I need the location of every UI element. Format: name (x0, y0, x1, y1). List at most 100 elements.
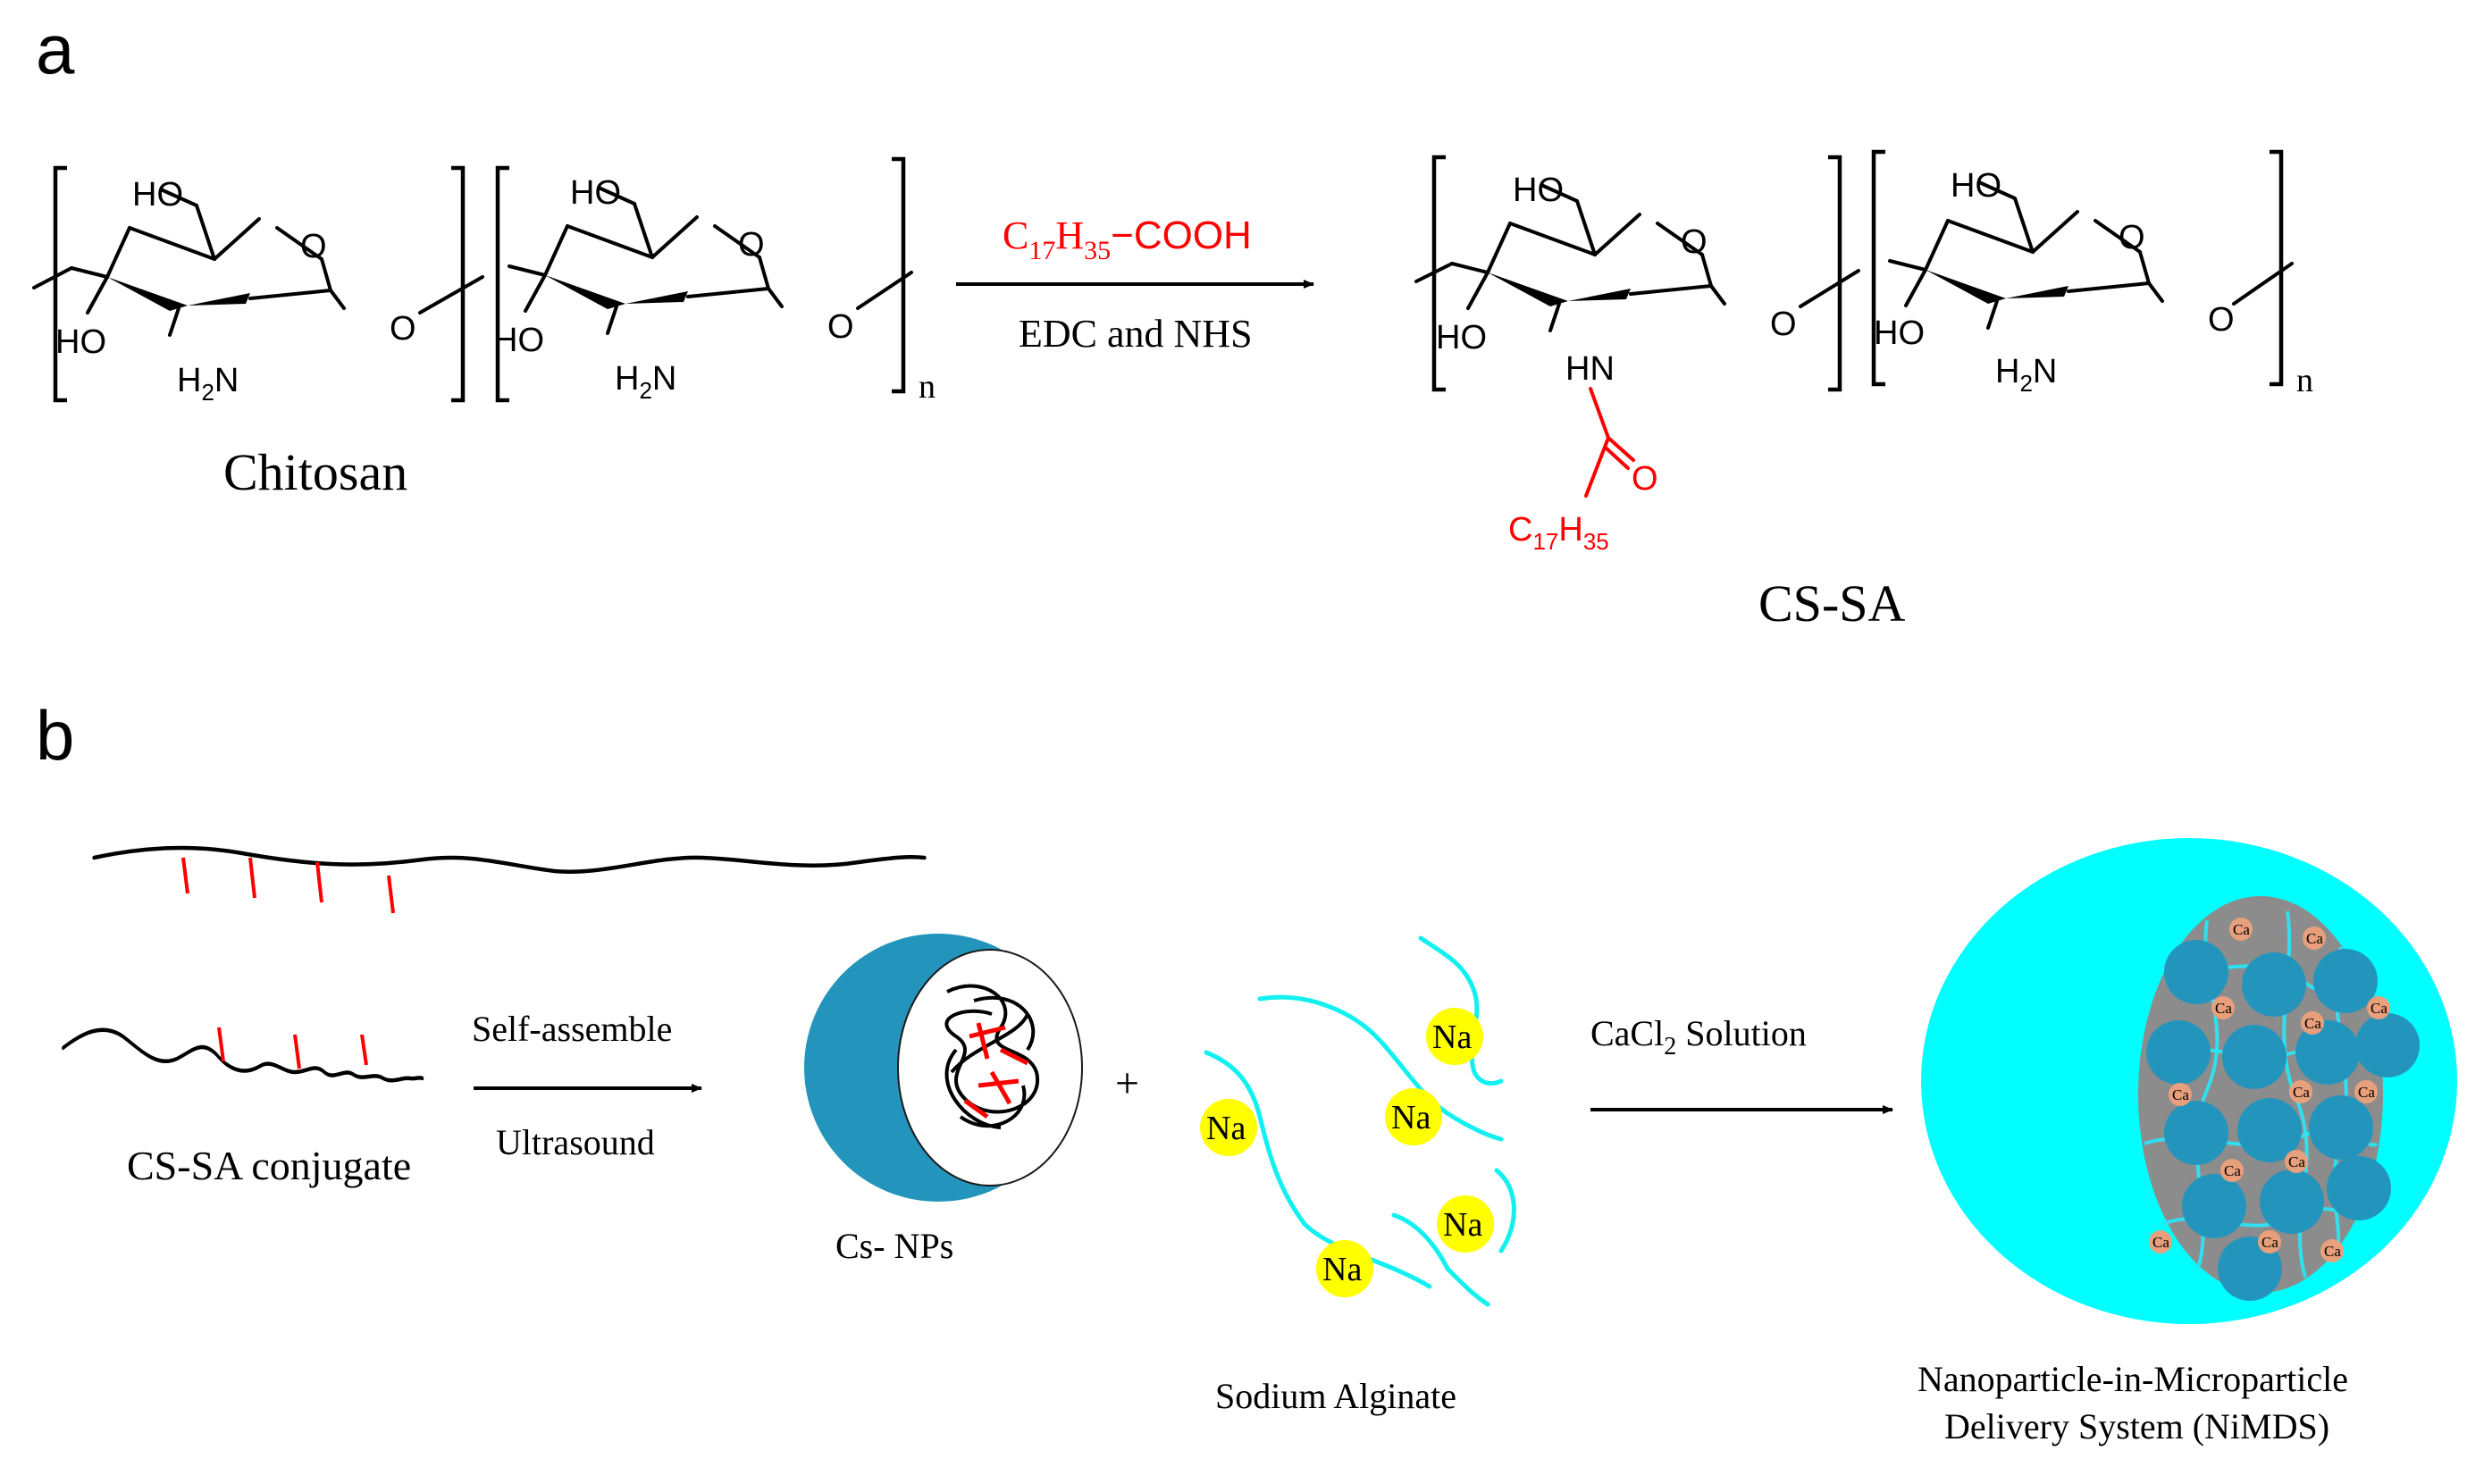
calcium-ion (2367, 996, 2390, 1019)
ca-label: Ca (2172, 1086, 2189, 1103)
calcium-ion (2289, 1080, 2312, 1103)
na-label: Na (1443, 1206, 1482, 1244)
encapsulated-nanoparticle (2242, 952, 2306, 1017)
label-self-assemble: Self-assemble (472, 1009, 672, 1049)
encapsulated-nanoparticle (2182, 1174, 2246, 1238)
encapsulated-nanoparticle (2355, 1013, 2420, 1077)
na-label: Na (1432, 1019, 1472, 1056)
atom-o-link-2: O (827, 308, 854, 346)
atom-ho-top-3: HO (1513, 172, 1564, 209)
label-cs-sa-conjugate: CS-SA conjugate (127, 1143, 411, 1188)
encapsulated-nanoparticle (2327, 1156, 2391, 1220)
calcium-ion (2285, 1150, 2308, 1173)
cssa-bracket-right-2 (2270, 149, 2284, 387)
cs-sa-structure: HO O HO O HN O C17H35 HO O HO O H2N n (1414, 149, 2313, 555)
sodium-ion (1316, 1240, 1373, 1297)
chitosan-bracket-right-1 (451, 165, 466, 403)
reagent-stearic-acid: C17H35−COOH (1003, 214, 1252, 265)
encapsulated-nanoparticle (2295, 1020, 2360, 1085)
encapsulated-nanoparticle (2260, 1170, 2324, 1234)
ca-label: Ca (2224, 1162, 2241, 1179)
cs-sa-conjugate-chains (62, 845, 927, 1083)
calcium-ion (2229, 918, 2253, 941)
sodium-ion (1426, 1008, 1483, 1065)
atom-ho-left-2: HO (493, 322, 544, 359)
cssa-bracket-left-2 (1871, 149, 1885, 387)
cssa-bracket-right-1 (1828, 155, 1842, 392)
atom-o-ring-1: O (300, 228, 327, 265)
atom-h2n-1: H2N (177, 362, 239, 406)
encapsulated-nanoparticle (2146, 1020, 2211, 1085)
panel-label-b: b (36, 696, 74, 775)
atom-h2n-4: H2N (1995, 353, 2057, 397)
sodium-ion (1200, 1099, 1257, 1156)
encapsulated-nanoparticle (2313, 949, 2378, 1013)
self-assemble-arrow: Self-assemble Ultrasound (472, 1009, 702, 1162)
chitosan-bracket-left-1 (53, 165, 67, 403)
na-label: Na (1322, 1251, 1362, 1288)
ca-label: Ca (2358, 1084, 2375, 1101)
atom-hn: HN (1565, 350, 1615, 388)
ca-label: Ca (2261, 1234, 2278, 1251)
atom-ho-left-1: HO (55, 323, 106, 361)
label-chitosan: Chitosan (223, 443, 407, 501)
label-sodium-alginate: Sodium Alginate (1215, 1376, 1456, 1416)
encapsulated-nanoparticle (2237, 1098, 2302, 1162)
ca-label: Ca (2293, 1084, 2310, 1101)
calcium-ion (2169, 1083, 2192, 1106)
atom-c17h35: C17H35 (1508, 511, 1609, 555)
chitosan-bracket-right-2 (892, 156, 906, 394)
panel-label-a: a (36, 10, 75, 88)
sodium-alginate: Na Na Na Na Na (1200, 935, 1516, 1307)
atom-ho-top-1: HO (132, 176, 183, 214)
atom-o-ring-2: O (738, 226, 765, 264)
calcium-ion (2320, 1239, 2344, 1262)
ca-label: Ca (2288, 1153, 2305, 1170)
calcium-ion (2220, 1159, 2244, 1182)
chitosan-bracket-left-2 (495, 165, 509, 403)
sodium-ion (1385, 1088, 1442, 1145)
cacl2-arrow: CaCl2 Solution (1590, 1013, 1893, 1114)
ca-label: Ca (2215, 1000, 2232, 1017)
plus-sign: + (1115, 1060, 1139, 1107)
atom-carbonyl-o: O (1632, 460, 1658, 498)
repeat-n-1: n (919, 368, 936, 406)
atom-o-link-3: O (1770, 306, 1797, 343)
label-cs-nps: Cs- NPs (835, 1226, 953, 1266)
label-nimds-line1: Nanoparticle-in-Microparticle (1917, 1359, 2348, 1399)
calcium-ion (2211, 996, 2235, 1019)
na-label: Na (1206, 1110, 1246, 1147)
atom-o-link-4: O (2208, 301, 2235, 339)
calcium-ion (2354, 1080, 2378, 1103)
calcium-ion (2303, 926, 2326, 950)
ca-label: Ca (2233, 921, 2250, 938)
encapsulated-nanoparticle (2222, 1025, 2287, 1089)
atom-ho-top-2: HO (570, 174, 621, 212)
atom-o-ring-4: O (2119, 219, 2145, 256)
calcium-ion (2149, 1230, 2172, 1253)
sodium-ion (1437, 1195, 1494, 1253)
encapsulated-nanoparticle (2164, 940, 2228, 1004)
na-label: Na (1391, 1099, 1431, 1136)
ca-label: Ca (2304, 1015, 2321, 1032)
repeat-n-2: n (2296, 362, 2313, 399)
chitosan-structure: HO O HO O H2N HO O HO O H2N n (32, 156, 936, 406)
reaction-conditions: EDC and NHS (1019, 312, 1253, 356)
encapsulated-nanoparticle (2164, 1101, 2228, 1165)
cs-nanoparticle (804, 934, 1083, 1202)
ca-label: Ca (2371, 1000, 2387, 1017)
atom-ho-left-4: HO (1874, 314, 1925, 352)
ca-label: Ca (2306, 930, 2323, 947)
ca-label: Ca (2324, 1243, 2341, 1260)
atom-ho-top-4: HO (1951, 167, 2001, 205)
label-nimds-line2: Delivery System (NiMDS) (1944, 1406, 2329, 1446)
label-cacl2-solution: CaCl2 Solution (1590, 1013, 1807, 1061)
encapsulated-nanoparticle (2309, 1095, 2373, 1160)
calcium-ion (2258, 1230, 2281, 1253)
atom-h2n-2: H2N (615, 360, 676, 404)
label-cs-sa: CS-SA (1758, 574, 1906, 633)
ca-label: Ca (2152, 1234, 2169, 1251)
